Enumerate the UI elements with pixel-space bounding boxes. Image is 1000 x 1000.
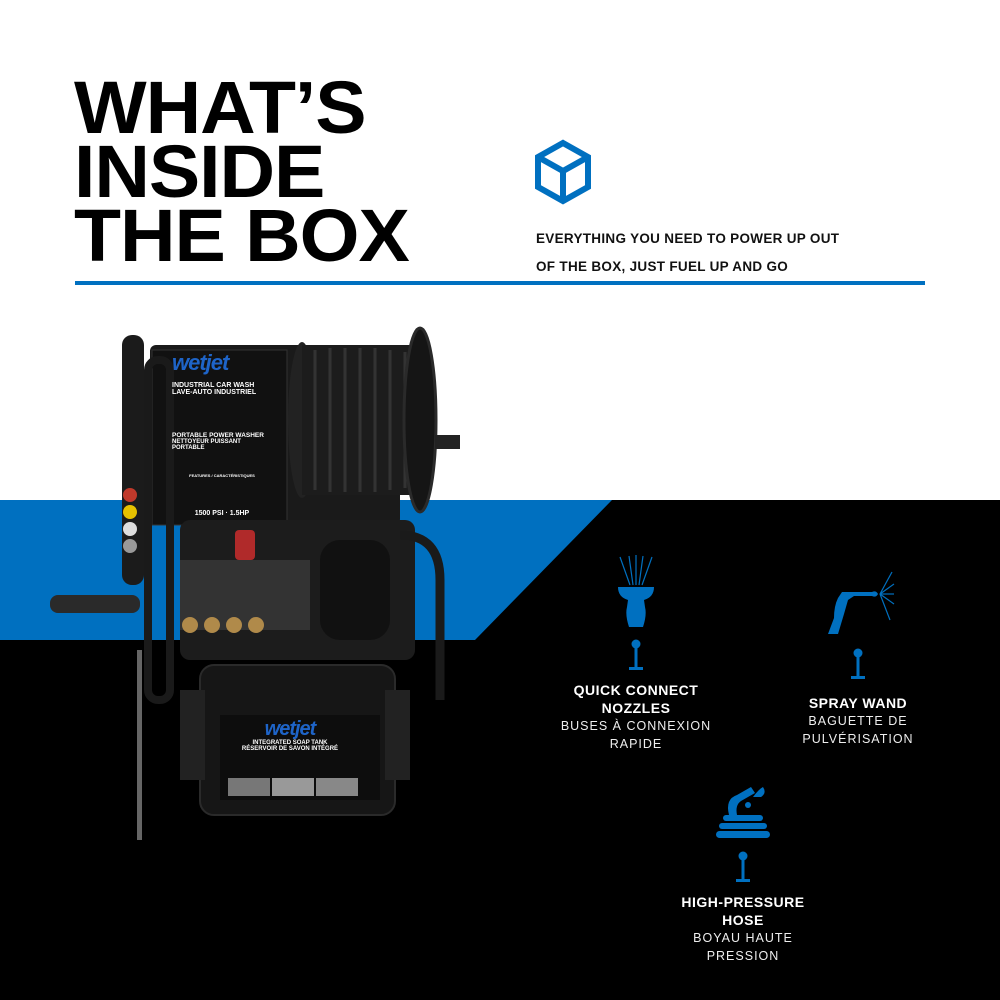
title-line: INSIDE <box>74 130 325 213</box>
feature-french: BUSES À CONNEXION <box>560 719 712 733</box>
spec-text: 1500 PSI · 1.5HP <box>194 510 250 517</box>
brand-logo: wetjet <box>264 718 317 740</box>
title-line: WHAT’S <box>74 66 367 149</box>
label-text: INTEGRATED SOAP TANK <box>252 740 328 746</box>
label-text: FEATURES / CARACTÉRISTIQUES <box>189 473 255 478</box>
nozzle-icon <box>618 555 654 627</box>
label-text: NETTOYEUR PUISSANT PORTABLE <box>172 439 241 451</box>
subtitle-line: EVERYTHING YOU NEED TO POWER UP OUT <box>536 231 840 246</box>
label-text: LAVE-AUTO INDUSTRIEL <box>172 389 257 396</box>
spray-wand-icon <box>828 571 895 634</box>
feature-high-pressure-hose: HIGH-PRESSURE HOSE BOYAU HAUTE PRESSION <box>633 785 853 965</box>
feature-title: HOSE <box>722 912 764 928</box>
feature-quick-connect-nozzles: QUICK CONNECT NOZZLES BUSES À CONNEXION … <box>526 555 746 753</box>
divider <box>75 281 925 285</box>
pressure-washer-image <box>50 326 460 840</box>
label-text: PORTABLE POWER WASHER <box>172 432 264 439</box>
feature-french: RAPIDE <box>609 737 663 751</box>
feature-french: PULVÉRISATION <box>802 732 914 746</box>
feature-title: NOZZLES <box>601 700 671 716</box>
feature-french: BOYAU HAUTE <box>693 931 793 945</box>
soap-tank-label: wetjet INTEGRATED SOAP TANK RÉSERVOIR DE… <box>225 718 355 752</box>
pin-icon <box>629 639 643 670</box>
feature-spray-wand: SPRAY WAND BAGUETTE DE PULVÉRISATION <box>748 570 968 748</box>
hose-icon <box>716 787 770 838</box>
feature-title: SPRAY WAND <box>808 695 908 711</box>
pin-icon <box>851 648 865 679</box>
product-label: wetjet INDUSTRIAL CAR WASH LAVE-AUTO IND… <box>172 350 272 518</box>
box-icon <box>535 139 591 205</box>
page-title: WHAT’S INSIDE THE BOX <box>74 66 410 277</box>
feature-title: QUICK CONNECT <box>573 682 699 698</box>
title-line: THE BOX <box>74 194 410 277</box>
label-text: RÉSERVOIR DE SAVON INTÉGRÉ <box>241 746 339 752</box>
pin-icon <box>736 851 750 882</box>
feature-french: PRESSION <box>706 949 780 963</box>
brand-logo: wetjet <box>172 350 229 375</box>
subtitle-line: OF THE BOX, JUST FUEL UP AND GO <box>536 259 789 274</box>
label-text: INDUSTRIAL CAR WASH <box>172 382 255 389</box>
feature-title: HIGH-PRESSURE <box>681 894 805 910</box>
feature-french: BAGUETTE DE <box>808 714 908 728</box>
subtitle: EVERYTHING YOU NEED TO POWER UP OUT OF T… <box>536 225 839 281</box>
